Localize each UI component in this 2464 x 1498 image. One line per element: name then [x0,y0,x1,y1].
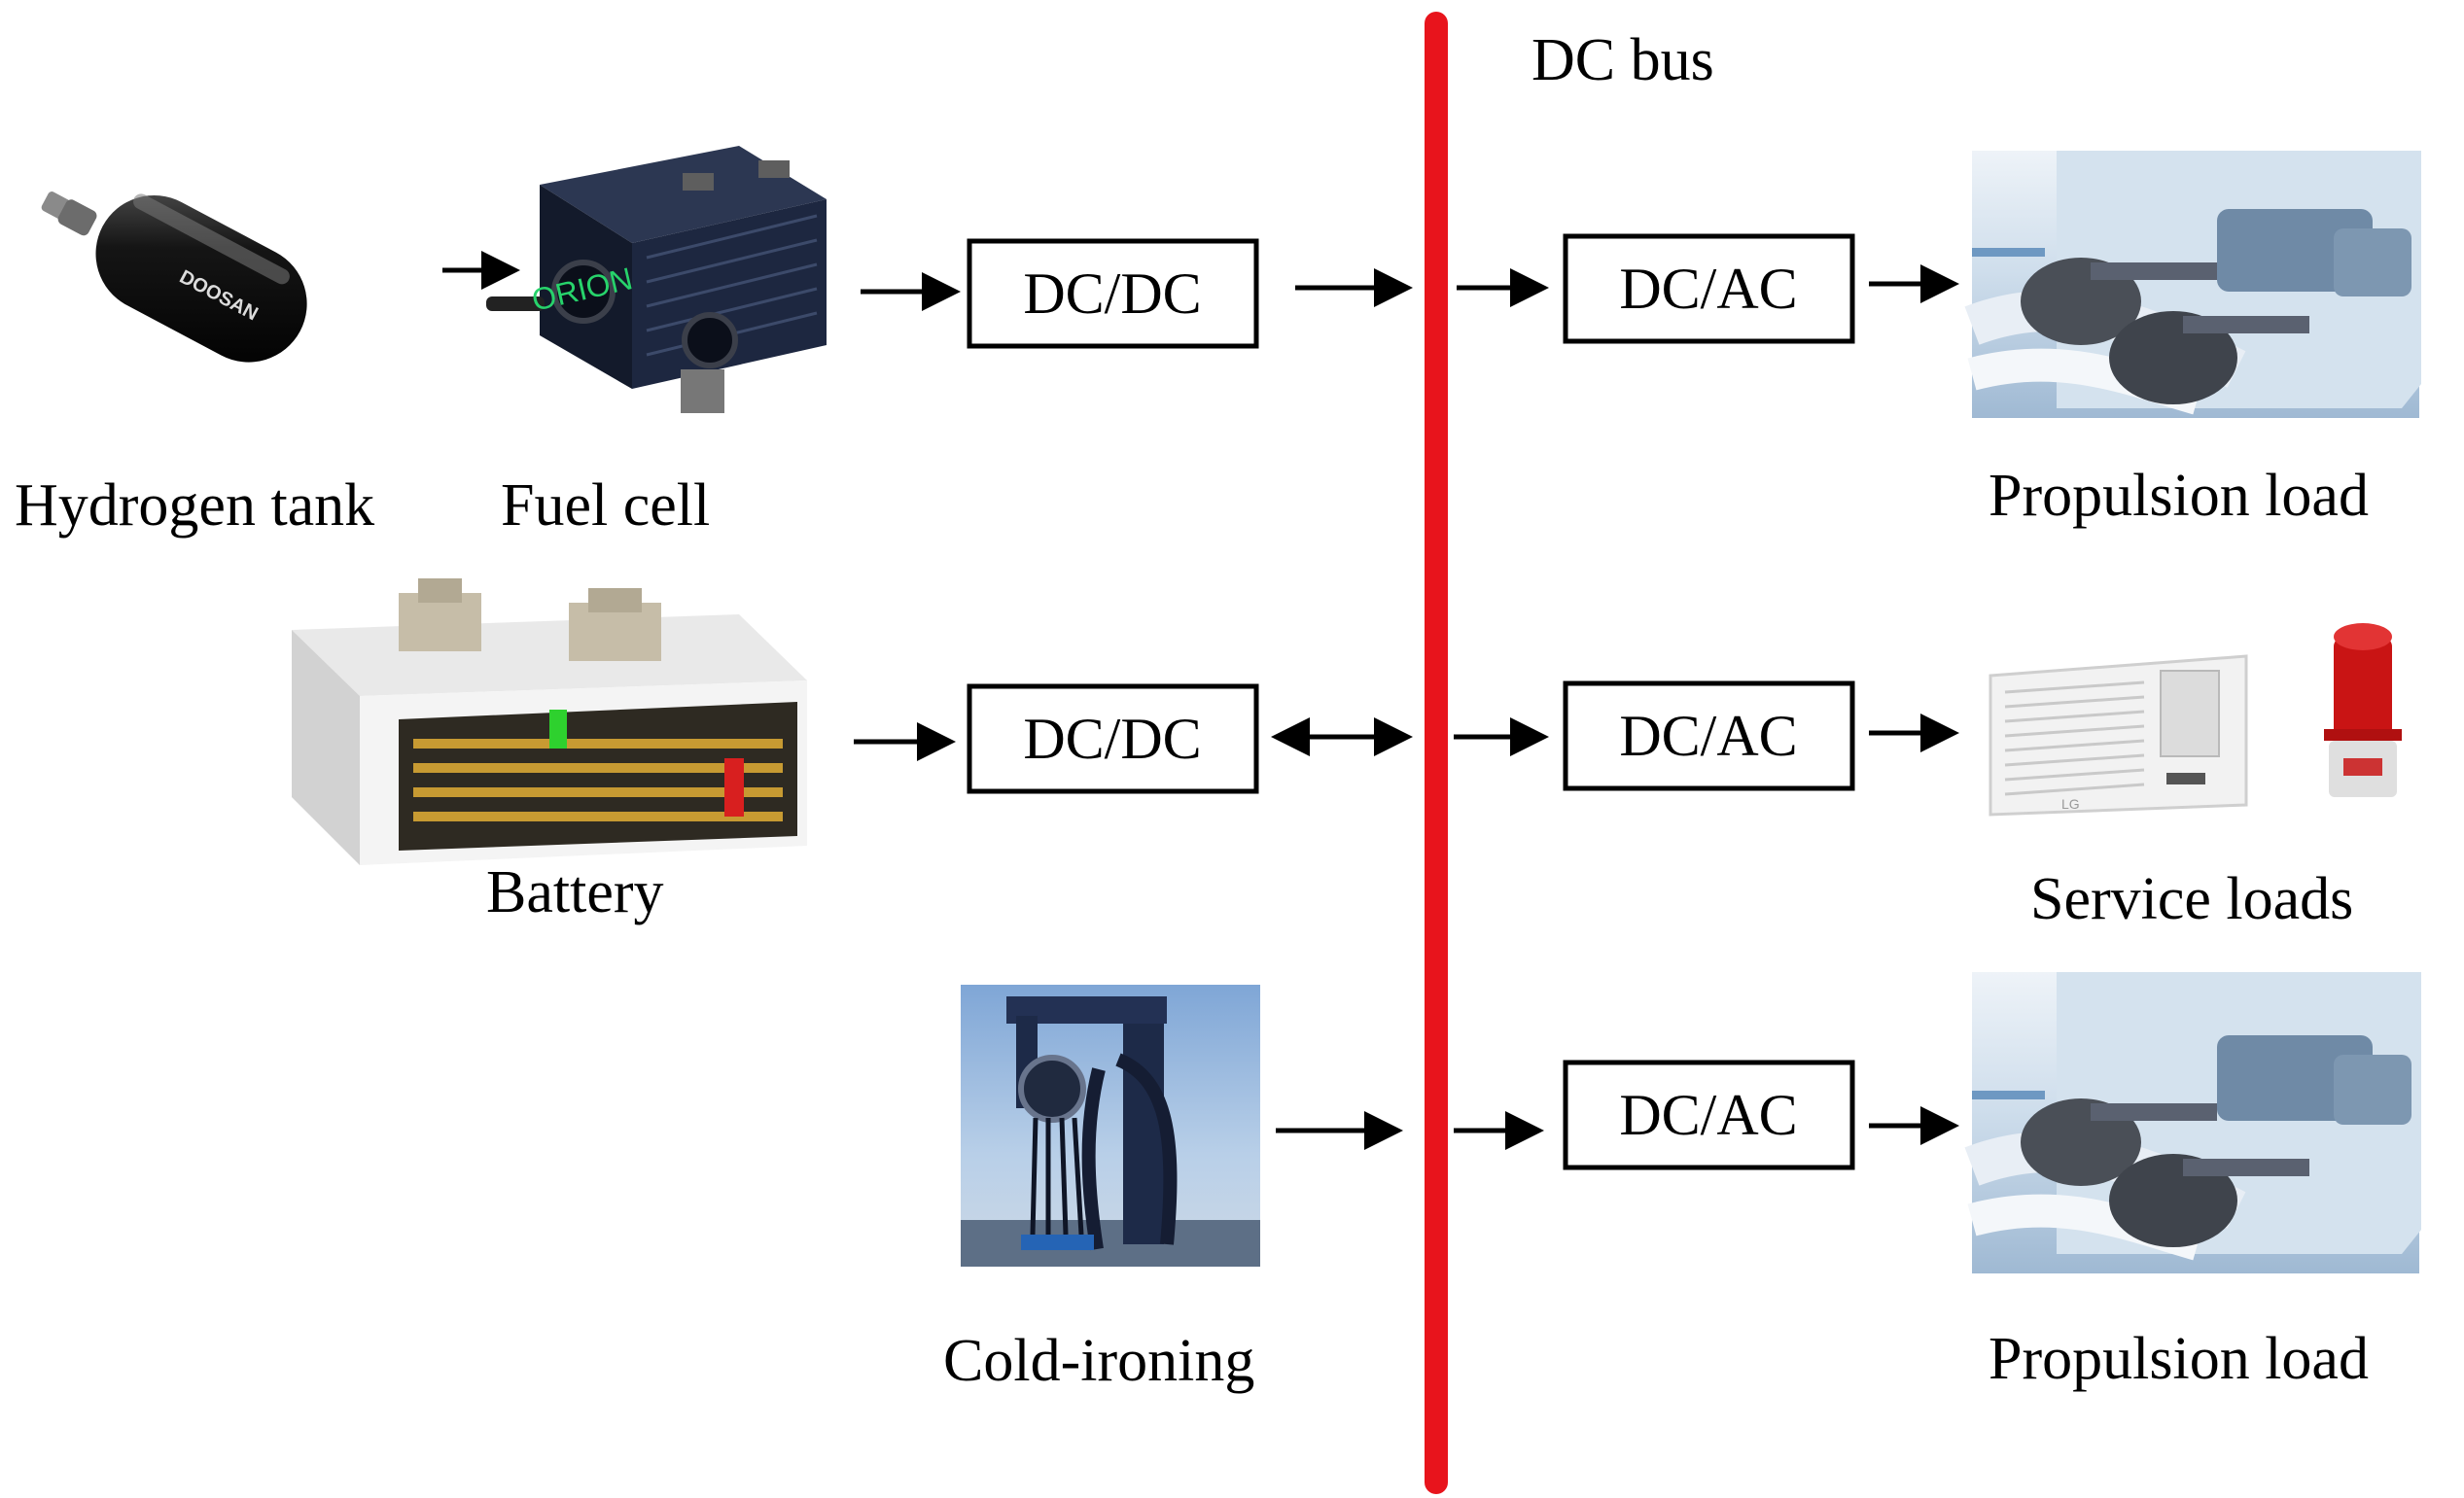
inverter-mid-label: DC/AC [1619,704,1797,768]
shore-power-crane-icon [961,985,1260,1267]
inverter-bottom: DC/AC [1563,1060,1855,1170]
battery-label: Battery [486,859,664,925]
ship-propulsion-icon-bottom [1964,972,2421,1273]
fuel-cell-dcdc-converter: DC/DC [967,238,1259,349]
hydrogen-tank-icon: DOOSAN [41,192,307,363]
ship-propulsion-icon [1964,151,2421,418]
battery-container-icon [292,578,807,865]
inverter-bottom-label: DC/AC [1619,1083,1797,1147]
propulsion-load-top-label: Propulsion load [1989,463,2369,529]
battery-dcdc-converter: DC/DC [967,683,1259,794]
inverter-mid: DC/AC [1563,680,1855,791]
inverter-top-label: DC/AC [1619,257,1797,321]
service-loads-label: Service loads [2030,866,2353,932]
propulsion-load-bottom-label: Propulsion load [1989,1326,2369,1392]
fuel-cell-label: Fuel cell [501,472,710,539]
air-conditioner-icon: LG [1989,654,2248,817]
warning-beacon-icon [2324,623,2402,797]
air-conditioner-brand-text: LG [2061,796,2080,812]
cold-ironing-label: Cold-ironing [943,1328,1254,1394]
battery-dcdc-label: DC/DC [1023,707,1201,771]
hydrogen-tank-label: Hydrogen tank [15,472,374,539]
fuel-cell-dcdc-label: DC/DC [1023,261,1201,326]
dc-bus-label: DC bus [1531,27,1714,93]
fuel-cell-icon: ORION [486,146,827,413]
inverter-top: DC/AC [1563,233,1855,344]
